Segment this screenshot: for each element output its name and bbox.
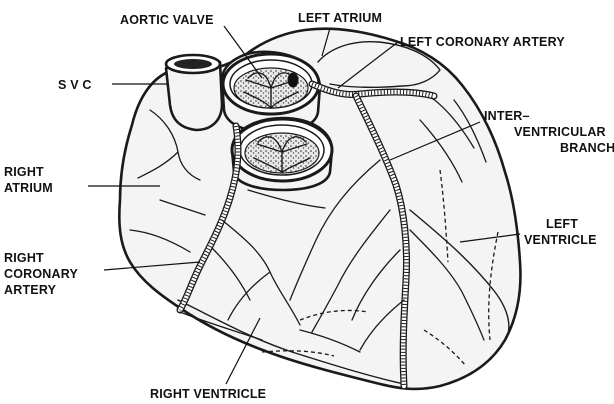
label-left-ventricle-2: VENTRICLE [524, 233, 597, 247]
label-inter-ventricular-2: VENTRICULAR [514, 125, 606, 139]
label-right-atrium-2: ATRIUM [4, 181, 53, 195]
label-right-coronary-2: CORONARY [4, 267, 79, 281]
label-right-coronary-3: ARTERY [4, 283, 57, 297]
label-left-ventricle-1: LEFT [546, 217, 578, 231]
label-aortic-valve: AORTIC VALVE [120, 13, 214, 27]
label-svc: S V C [58, 78, 92, 92]
label-left-atrium: LEFT ATRIUM [298, 11, 382, 25]
pulmonary-trunk [232, 118, 332, 190]
label-right-coronary-1: RIGHT [4, 251, 44, 265]
svc-vessel [166, 55, 222, 130]
label-left-coronary-artery: LEFT CORONARY ARTERY [400, 35, 565, 49]
label-right-ventricle: RIGHT VENTRICLE [150, 387, 266, 401]
label-inter-ventricular-1: INTER– [484, 109, 530, 123]
label-inter-ventricular-3: BRANCH [560, 141, 614, 155]
label-right-atrium-1: RIGHT [4, 165, 44, 179]
